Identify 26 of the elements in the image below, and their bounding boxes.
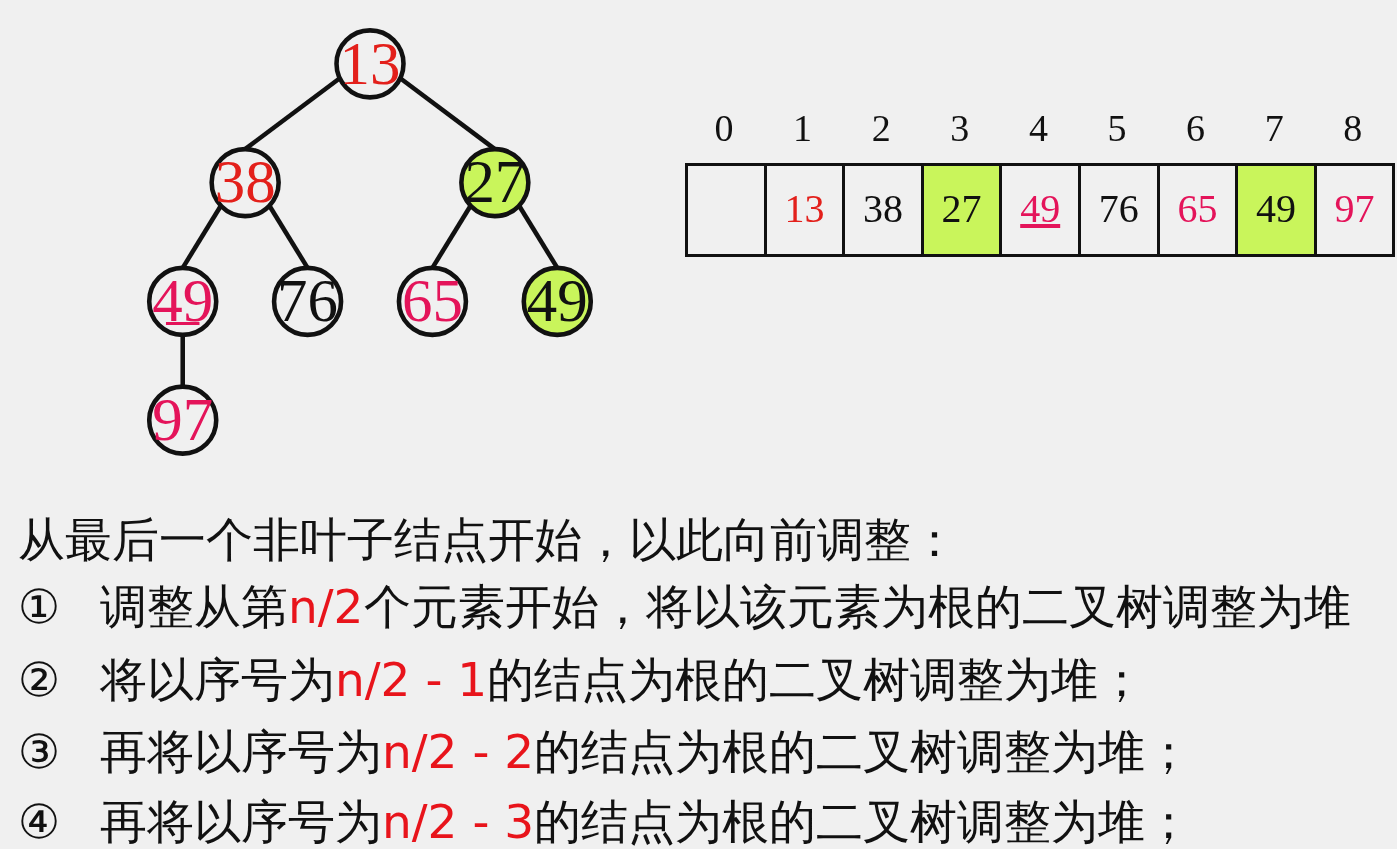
step-text: ④ 再将以序号为n/2 - 3的结点为根的二叉树调整为堆； <box>18 793 1193 849</box>
node-circle: 65 <box>396 265 469 338</box>
array-index: 6 <box>1185 106 1207 151</box>
array-cell: 76 <box>1078 163 1160 257</box>
array-index: 1 <box>792 106 814 151</box>
array-index: 5 <box>1106 106 1128 151</box>
connector <box>180 334 185 387</box>
array-cell: 49 <box>999 163 1081 257</box>
node-circle: 13 <box>334 28 406 100</box>
array-index: 3 <box>949 106 971 151</box>
node-circle: 76 <box>271 265 344 338</box>
step-text: ② 将以序号为n/2 - 1的结点为根的二叉树调整为堆； <box>18 651 1146 709</box>
instruction-text: 从最后一个非叶子结点开始，以此向前调整： <box>18 511 958 569</box>
step-text: ③ 再将以序号为n/2 - 2的结点为根的二叉树调整为堆； <box>18 723 1193 781</box>
array-index: 4 <box>1027 106 1049 151</box>
node-circle: 49 <box>146 265 219 338</box>
step-text: ① 调整从第n/2个元素开始，将以该元素为根的二叉树调整为堆 <box>18 578 1351 636</box>
array-cell: 49 <box>1235 163 1317 257</box>
node-circle: 38 <box>209 146 281 219</box>
node-circle: 97 <box>146 384 219 456</box>
array-index: 2 <box>870 106 892 151</box>
array-index: 7 <box>1263 106 1285 151</box>
node-circle: 27 <box>459 146 531 219</box>
array-index: 0 <box>713 106 735 151</box>
array-index: 8 <box>1342 106 1364 151</box>
node-circle: 49 <box>521 265 594 338</box>
